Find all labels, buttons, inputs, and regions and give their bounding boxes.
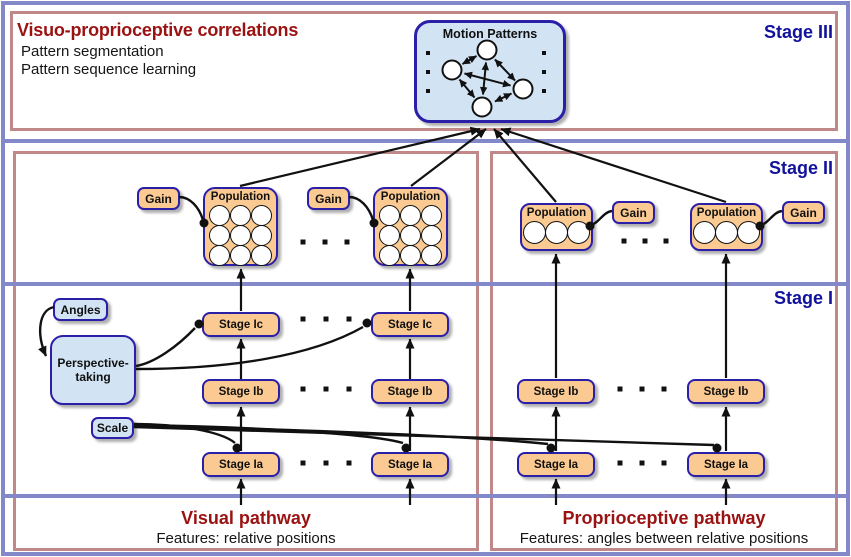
stage-ia-box-3: Stage Ia [517,452,595,477]
neuron-circle [378,204,400,226]
neuron-row [523,221,590,244]
neuron-circle [229,244,251,266]
stage3-subtitle-2: Pattern sequence learning [21,61,197,78]
stage-ib-label: Stage Ib [387,385,433,398]
stage-ib-box-3: Stage Ib [517,379,595,404]
neuron-circle [378,244,400,266]
gain-label: Gain [315,191,342,206]
stage-ia-label: Stage Ia [387,458,433,471]
stage-ia-label: Stage Ia [218,458,264,471]
stage-ib-label: Stage Ib [533,385,579,398]
neuron-circle [399,204,421,226]
stage-ib-label: Stage Ib [218,385,264,398]
population-label: Population [380,191,441,203]
gain-label: Gain [620,205,647,220]
population-box-4: Population [690,203,763,251]
stage-ic-box-2: Stage Ic [371,312,449,337]
stage-ia-label: Stage Ia [703,458,749,471]
neuron-circle [208,204,230,226]
stage1-label: Stage I [773,288,833,308]
population-box-2: Population [373,187,448,266]
neuron-grid [208,204,272,266]
scale-label: Scale [96,421,129,435]
population-label: Population [210,191,271,203]
neuron-circle [523,221,546,244]
population-label: Population [526,207,587,219]
proprioceptive-pathway-features: Features: angles between relative positi… [519,530,809,547]
neuron-circle [567,221,590,244]
diagram-title: Visuo-proprioceptive correlations [17,20,299,40]
stage-ia-label: Stage Ia [533,458,579,471]
visual-pathway-title: Visual pathway [181,508,311,528]
stage-ia-box-1: Stage Ia [202,452,280,477]
population-box-1: Population [203,187,278,266]
stage1-bottom-divider [3,494,848,498]
stage-ic-label: Stage Ic [387,318,433,331]
perspective-label-line2: taking [75,370,111,384]
neuron-circle [420,244,442,266]
stage-ic-label: Stage Ic [218,318,264,331]
motion-patterns-box: Motion Patterns [414,20,566,123]
stage-ia-box-4: Stage Ia [687,452,765,477]
neuron-circle [693,221,716,244]
neuron-circle [229,204,251,226]
neuron-circle [229,224,251,246]
neuron-grid [378,204,442,266]
visual-pathway-features: Features: relative positions [156,530,336,547]
neuron-circle [737,221,760,244]
gain-box-2: Gain [307,187,350,210]
stage-ib-box-1: Stage Ib [202,379,280,404]
neuron-circle [208,244,230,266]
gain-box-4: Gain [782,201,825,224]
scale-box: Scale [91,417,134,439]
perspective-taking-box: Perspective- taking [50,335,136,405]
gain-box-3: Gain [612,201,655,224]
stage2-stage1-divider [3,282,848,286]
neuron-circle [545,221,568,244]
stage2-label: Stage II [768,158,833,178]
stage3-label: Stage III [763,22,833,42]
neuron-circle [420,224,442,246]
neuron-circle [208,224,230,246]
perspective-label-line1: Perspective- [57,356,129,370]
neuron-circle [250,224,272,246]
stage3-subtitle-1: Pattern segmentation [21,43,164,60]
stage-ia-box-2: Stage Ia [371,452,449,477]
stage-ib-label: Stage Ib [703,385,749,398]
gain-label: Gain [145,191,172,206]
neuron-circle [378,224,400,246]
stage3-divider [3,139,848,143]
neuron-circle [420,204,442,226]
neuron-circle [399,244,421,266]
angles-label: Angles [60,302,101,317]
neuron-circle [250,244,272,266]
stage-ib-box-4: Stage Ib [687,379,765,404]
gain-label: Gain [790,205,817,220]
neuron-circle [399,224,421,246]
population-label: Population [696,207,757,219]
motion-patterns-label: Motion Patterns [442,27,538,41]
stage-ib-box-2: Stage Ib [371,379,449,404]
neuron-circle [250,204,272,226]
angles-box: Angles [53,298,108,321]
proprioceptive-pathway-title: Proprioceptive pathway [562,508,766,528]
stage-ic-box-1: Stage Ic [202,312,280,337]
population-box-3: Population [520,203,593,251]
gain-box-1: Gain [137,187,180,210]
neuron-circle [715,221,738,244]
neuron-row [693,221,760,244]
